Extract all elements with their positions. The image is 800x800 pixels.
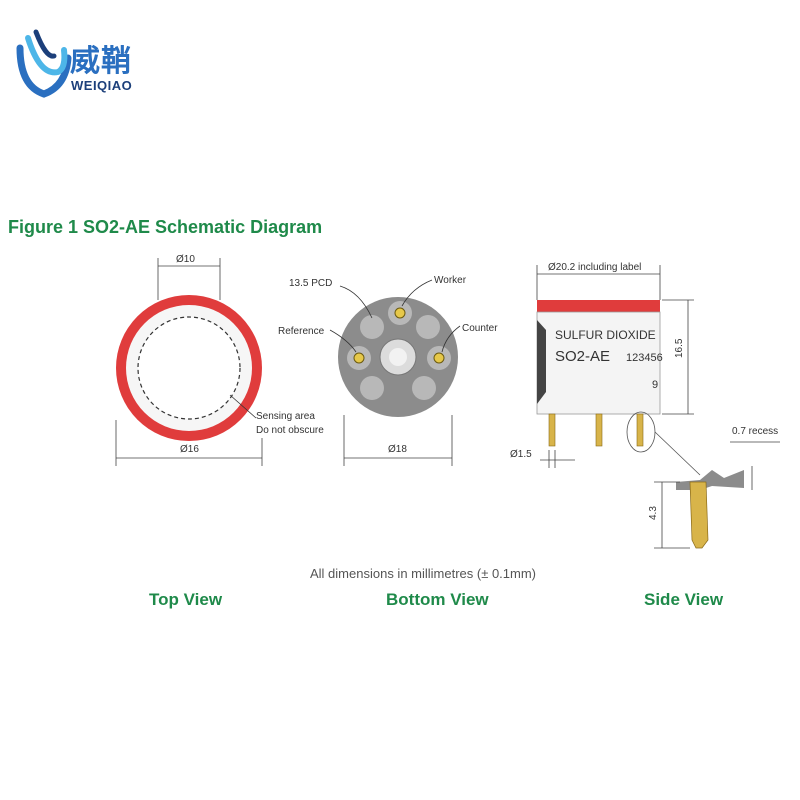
reference-pin-icon — [353, 352, 365, 364]
bottom-view-label: Bottom View — [386, 590, 489, 609]
bottom-counter-label: Counter — [462, 323, 498, 334]
svg-text:9: 9 — [652, 379, 658, 391]
side-view-drawing: Ø20.2 including label SULFUR DIOXIDE SO2… — [510, 262, 780, 549]
side-label-line1: SULFUR DIOXIDE — [555, 328, 656, 342]
side-pin-length-label: 4.3 — [648, 506, 659, 520]
side-view-label: Side View — [644, 590, 724, 609]
pin-pad — [416, 315, 440, 339]
figure-title: Figure 1 SO2-AE Schematic Diagram — [8, 217, 323, 237]
bottom-dim-outer-label: Ø18 — [388, 444, 407, 455]
logo-mark-icon — [16, 29, 72, 98]
worker-pin-icon — [394, 307, 406, 319]
side-body-label — [536, 311, 661, 415]
pin-pad — [412, 376, 436, 400]
logo-brand-chinese: 威鞘 — [70, 44, 132, 79]
dimensions-note: All dimensions in millimetres (± 0.1mm) — [310, 566, 537, 581]
side-label-line2: SO2-AE — [555, 348, 610, 365]
top-view-label: Top View — [149, 590, 223, 609]
side-dim-width-label: Ø20.2 including label — [548, 262, 641, 273]
logo-brand-english: WEIQIAO — [71, 78, 133, 93]
side-dim-height-label: 16.5 — [674, 338, 685, 358]
bottom-view-drawing: 13.5 PCD Worker Reference Counter Ø18 — [278, 275, 498, 466]
side-dim-pin-label: Ø1.5 — [510, 449, 532, 460]
top-sensing-area — [137, 316, 241, 420]
detail-pin — [689, 481, 709, 549]
top-sensing-line1: Sensing area — [256, 411, 315, 422]
side-label-serial: 123456 — [626, 352, 663, 364]
top-dim-inner-label: Ø10 — [176, 254, 195, 265]
side-recess-label: 0.7 recess — [732, 426, 778, 437]
detail-body-section — [676, 470, 744, 490]
bottom-worker-label: Worker — [434, 275, 467, 286]
pin-pad — [360, 376, 384, 400]
counter-pin-icon — [433, 352, 445, 364]
top-view-drawing: Ø10 Sensing area Do not obscure Ø16 — [115, 254, 324, 466]
bottom-reference-label: Reference — [278, 326, 325, 337]
bottom-pcd-label: 13.5 PCD — [289, 278, 332, 289]
side-pin — [636, 413, 644, 447]
pin-pad — [360, 315, 384, 339]
top-sensing-line2: Do not obscure — [256, 425, 324, 436]
top-dim-outer-label: Ø16 — [180, 444, 199, 455]
side-pin — [548, 413, 556, 447]
side-red-cap — [537, 300, 660, 312]
side-pin — [595, 413, 603, 447]
